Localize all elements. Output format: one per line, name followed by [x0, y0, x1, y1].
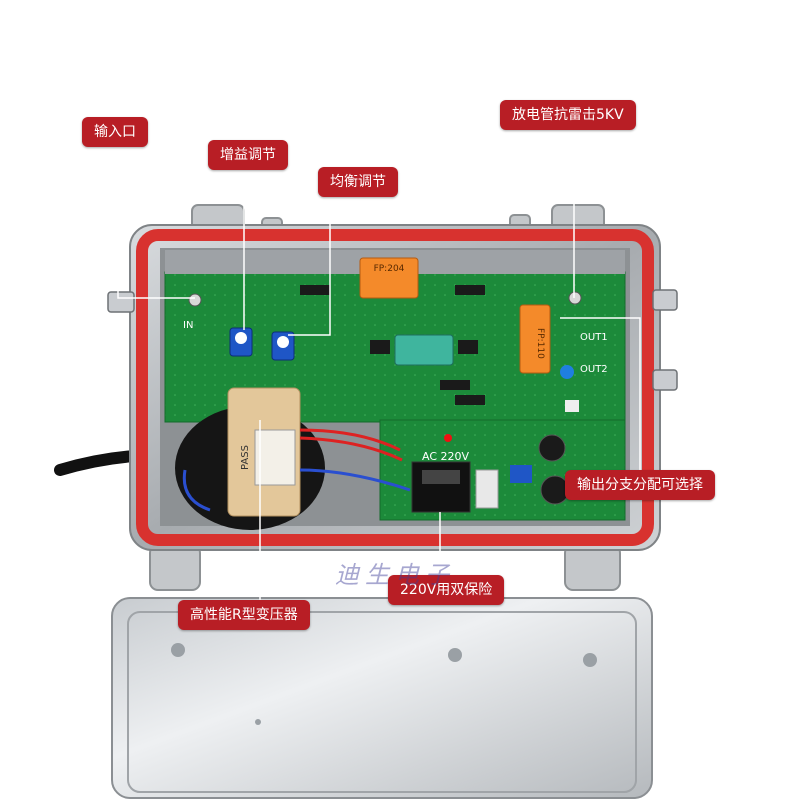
callout-equalizer-adjust: 均衡调节 — [318, 167, 398, 197]
out1-label: OUT1 — [580, 332, 608, 343]
callout-transformer: 高性能R型变压器 — [178, 600, 310, 630]
inductor-fp204 — [359, 257, 419, 299]
gain-trimmer — [229, 327, 253, 357]
lid — [111, 597, 653, 799]
f-connectors — [107, 289, 678, 391]
gasket — [136, 229, 654, 546]
inductor-fp110 — [519, 304, 551, 374]
callout-gain-adjust: 增益调节 — [208, 140, 288, 170]
capacitor — [538, 434, 566, 462]
fuse-holder — [411, 461, 471, 513]
fp110-label: FP:110 — [535, 328, 545, 359]
callout-input-port: 输入口 — [82, 117, 148, 147]
watermark: 迪生电子 — [335, 561, 455, 589]
fp204-label: FP:204 — [374, 264, 405, 274]
callout-output-split: 输出分支分配可选择 — [565, 470, 715, 500]
eq-trimmer — [271, 331, 295, 361]
relay — [394, 334, 454, 366]
callout-dual-fuse: 220V用双保险 — [388, 575, 505, 605]
pass-label: PASS — [240, 445, 251, 470]
ac-label: AC 220V — [422, 450, 470, 463]
in-label: IN — [183, 320, 193, 331]
callout-surge-protection: 放电管抗雷击5KV — [500, 100, 636, 130]
out2-label: OUT2 — [580, 364, 608, 375]
